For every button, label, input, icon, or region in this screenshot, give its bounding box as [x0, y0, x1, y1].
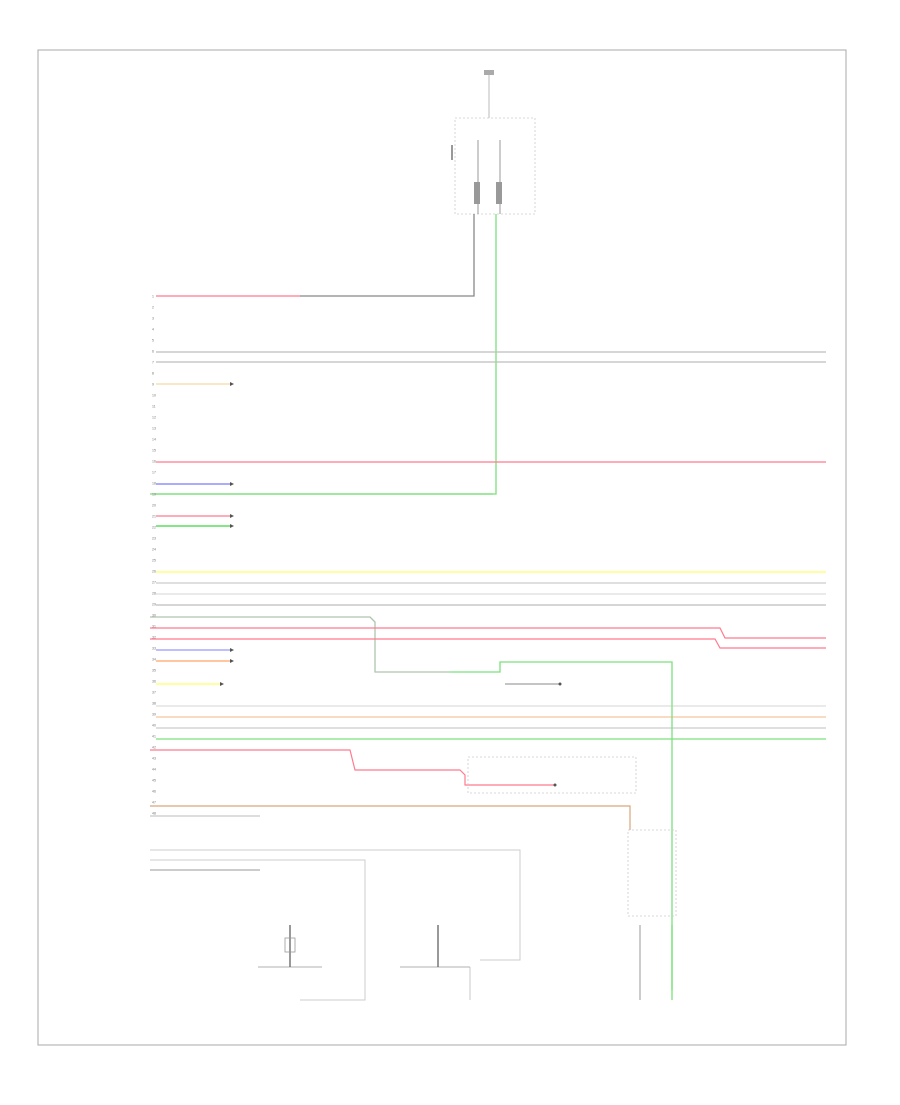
module-connector-pins: 1234567891011121314151617181920212223242…	[152, 295, 156, 816]
component-1	[258, 925, 322, 968]
pin-number: 3	[152, 317, 154, 321]
pin-number: 40	[152, 724, 156, 728]
wire-row	[156, 382, 234, 386]
arrow-icon	[220, 682, 224, 686]
pin-number: 48	[152, 812, 156, 816]
pin-number: 23	[152, 537, 156, 541]
pin-number: 22	[152, 526, 156, 530]
relay-block	[451, 117, 536, 215]
pin-number: 11	[152, 405, 156, 409]
arrow-icon	[230, 482, 234, 486]
arrow-icon	[230, 382, 234, 386]
arrow-icon	[230, 514, 234, 518]
arrow-icon	[230, 524, 234, 528]
pin-number: 5	[152, 339, 154, 343]
top-fuse-symbol	[484, 70, 494, 118]
pin-number: 20	[152, 504, 156, 508]
pin-number: 19	[152, 493, 156, 497]
pin-number: 46	[152, 790, 156, 794]
pin-number: 16	[152, 460, 156, 464]
wire-row	[156, 682, 224, 686]
pin-number: 37	[152, 691, 156, 695]
wire-row	[156, 648, 234, 652]
wire-rows	[156, 295, 826, 740]
pin-number: 8	[152, 372, 154, 376]
pin-number: 6	[152, 350, 154, 354]
lower-wire-group	[150, 805, 631, 1001]
component-3	[627, 829, 677, 1000]
pin-number: 32	[152, 636, 156, 640]
pin-number: 47	[152, 801, 156, 805]
pin-number: 1	[152, 295, 154, 299]
pin-number: 28	[152, 592, 156, 596]
pin-number: 12	[152, 416, 156, 420]
wire-row	[156, 524, 234, 528]
pin-number: 43	[152, 757, 156, 761]
component-2	[400, 925, 471, 1000]
pin-number: 34	[152, 658, 156, 662]
crossover-wires	[150, 616, 826, 990]
pin-number: 35	[152, 669, 156, 673]
pin-number: 45	[152, 779, 156, 783]
pin-number: 2	[152, 306, 154, 310]
pin46-wire	[150, 749, 637, 794]
pin-number: 24	[152, 548, 156, 552]
pin-number: 7	[152, 361, 154, 365]
pin-number: 18	[152, 482, 156, 486]
pin-number: 39	[152, 713, 156, 717]
pin-number: 15	[152, 449, 156, 453]
pin-number: 13	[152, 427, 156, 431]
pin-number: 25	[152, 559, 156, 563]
pin-number: 33	[152, 647, 156, 651]
pin-number: 27	[152, 581, 156, 585]
pin-number: 42	[152, 746, 156, 750]
pin-number: 26	[152, 570, 156, 574]
pin-number: 29	[152, 603, 156, 607]
wire-relay-to-pin1	[300, 214, 475, 297]
wire-row	[156, 482, 234, 486]
pin-number: 21	[152, 515, 156, 519]
pin-number: 44	[152, 768, 156, 772]
wire-relay-to-pin23	[150, 214, 497, 495]
wire-row	[156, 659, 234, 663]
arrow-icon	[230, 648, 234, 652]
pin-number: 17	[152, 471, 156, 475]
pin-number: 30	[152, 614, 156, 618]
diagram-frame	[37, 49, 847, 1046]
pin-number: 9	[152, 383, 154, 387]
pin-number: 41	[152, 735, 156, 739]
arrow-icon	[230, 659, 234, 663]
pin-number: 14	[152, 438, 156, 442]
pin-number: 31	[152, 625, 156, 629]
pin-number: 4	[152, 328, 154, 332]
pin-number: 38	[152, 702, 156, 706]
pin-number: 36	[152, 680, 156, 684]
pin-number: 10	[152, 394, 156, 398]
wire-row	[156, 514, 234, 518]
